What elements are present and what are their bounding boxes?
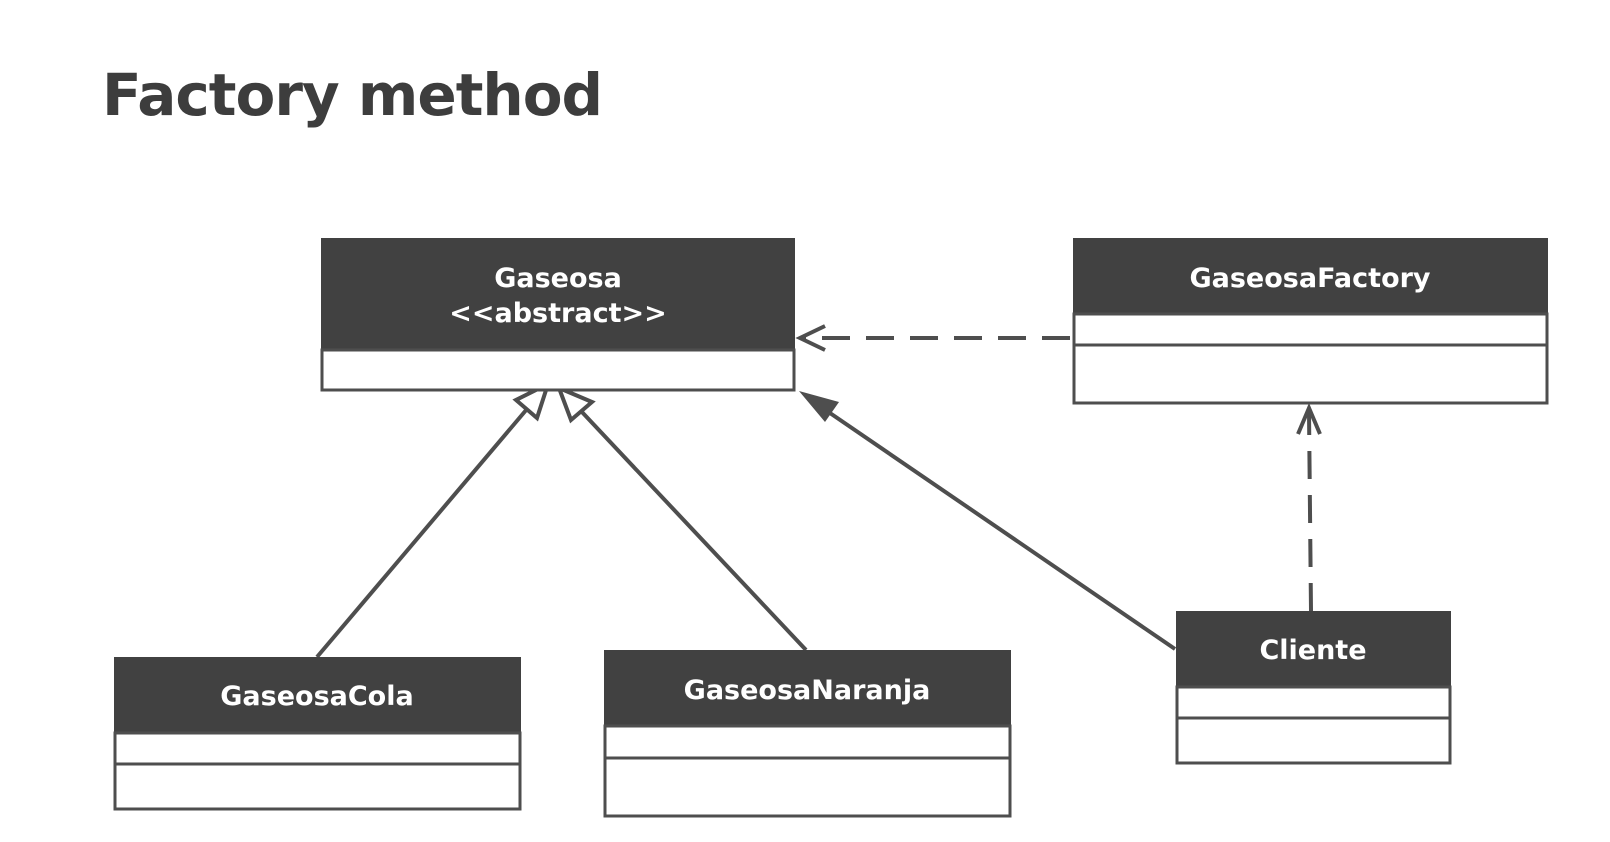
class-gaseosa-factory: GaseosaFactory (1072, 238, 1549, 405)
page-title: Factory method (102, 61, 603, 129)
class-gaseosa-naranja-header (604, 650, 1011, 726)
association-line-cliente-gaseosa (825, 409, 1177, 651)
class-cliente-header (1176, 611, 1451, 687)
relation-lines (315, 324, 1322, 659)
dependency-line-cliente-factory (1307, 411, 1313, 612)
generalization-line-cola (315, 407, 529, 659)
class-cliente-name: Cliente (1259, 635, 1366, 666)
class-gaseosa-naranja-name: GaseosaNaranja (684, 675, 931, 706)
class-gaseosa-stereotype: <<abstract>> (449, 298, 666, 329)
class-gaseosa-body (320, 348, 796, 392)
hollow-triangle-arrowhead-cola (512, 380, 552, 422)
class-gaseosa-cola-body (113, 731, 522, 811)
class-gaseosa-name: Gaseosa (494, 263, 622, 294)
class-gaseosa-cola-name: GaseosaCola (220, 681, 413, 712)
class-gaseosa-naranja-body (603, 724, 1012, 818)
class-gaseosa: Gaseosa <<abstract>> (320, 238, 796, 392)
filled-arrowhead-cliente-gaseosa (799, 391, 839, 422)
hollow-triangle-arrowhead-naranja (555, 384, 596, 424)
class-gaseosa-cola: GaseosaCola (113, 657, 522, 811)
open-arrowhead-factory-gaseosa (795, 324, 826, 352)
open-arrowhead-cliente-factory (1296, 402, 1322, 435)
class-gaseosa-header (321, 238, 795, 350)
class-gaseosa-factory-name: GaseosaFactory (1189, 263, 1430, 294)
class-cliente: Cliente (1175, 611, 1452, 765)
class-gaseosa-cola-header (114, 657, 521, 733)
class-gaseosa-factory-header (1073, 238, 1548, 314)
generalization-line-naranja (579, 409, 808, 652)
class-gaseosa-naranja: GaseosaNaranja (603, 650, 1012, 818)
class-gaseosa-factory-body (1072, 312, 1549, 405)
class-cliente-body (1175, 685, 1452, 765)
